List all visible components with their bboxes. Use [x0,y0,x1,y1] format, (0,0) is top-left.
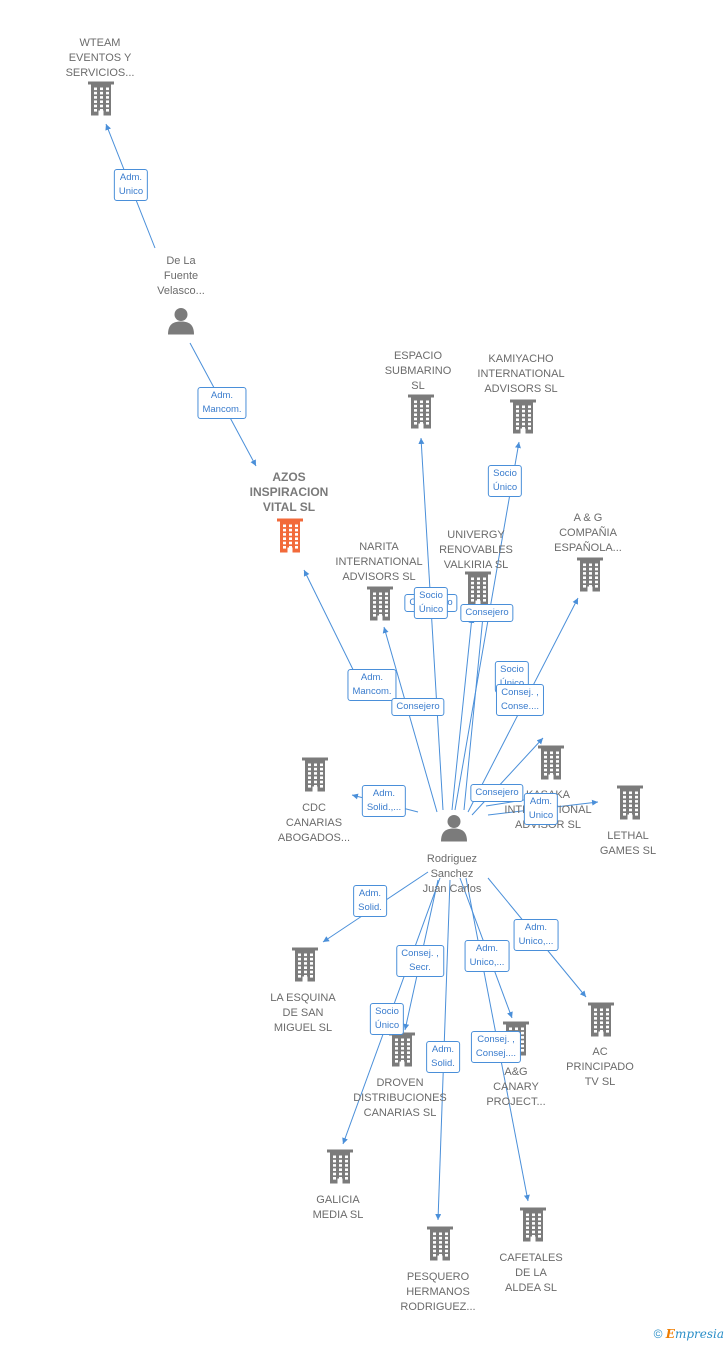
company-name-label[interactable]: A&G CANARY PROJECT... [486,1066,546,1108]
brand-initial: E [665,1327,675,1341]
building-icon[interactable] [588,1002,614,1042]
building-icon[interactable] [465,571,491,611]
relation-label[interactable]: Consejero [470,784,524,802]
relation-label[interactable]: Socio Único [369,1003,405,1035]
company-name-label[interactable]: CDC CANARIAS ABOGADOS... [277,802,351,844]
footer-brand[interactable]: © Empresia [654,1327,724,1341]
company-name-label[interactable]: ESPACIO SUBMARINO SL [384,350,452,392]
building-icon[interactable] [408,394,434,434]
building-icon[interactable] [302,757,328,797]
relation-label[interactable]: Adm. Solid.,... [361,785,407,817]
building-icon[interactable] [327,1149,353,1189]
edge-line [451,616,475,811]
company-name-label[interactable]: WTEAM EVENTOS Y SERVICIOS... [65,37,135,79]
company-name-label[interactable]: LA ESQUINA DE SAN MIGUEL SL [270,992,336,1034]
edge-line [382,626,438,813]
building-icon[interactable] [520,1207,546,1247]
building-icon[interactable] [88,81,114,121]
relation-label[interactable]: Socio Único [413,587,449,619]
building-icon[interactable] [389,1032,415,1072]
company-name-label[interactable]: AZOS INSPIRACION VITAL SL [249,470,329,514]
edge-line [454,441,521,811]
relation-label[interactable]: Adm. Unico [113,169,149,201]
relation-label[interactable]: Consej. , Consej.... [470,1031,522,1063]
company-name-label[interactable]: AC PRINCIPADO TV SL [566,1046,634,1088]
person-name-label[interactable]: De La Fuente Velasco... [157,255,205,297]
company-name-label[interactable]: KAMIYACHO INTERNATIONAL ADVISORS SL [477,353,565,395]
relation-label[interactable]: Adm. Unico,... [513,919,559,951]
relation-label[interactable]: Adm. Unico,... [464,940,510,972]
relation-label[interactable]: Consej. , Conse.... [495,684,545,716]
building-icon[interactable] [510,399,536,439]
company-name-label[interactable]: A & G COMPAÑIA ESPAÑOLA... [554,512,622,554]
company-name-label[interactable]: DROVEN DISTRIBUCIONES CANARIAS SL [353,1077,447,1119]
relation-label[interactable]: Socio Único [487,465,523,497]
relation-label[interactable]: Adm. Unico [523,793,559,825]
building-icon[interactable] [427,1226,453,1266]
company-name-label[interactable]: LETHAL GAMES SL [599,830,657,857]
building-icon[interactable] [292,947,318,987]
relation-label[interactable]: Adm. Mancom. [347,669,397,701]
building-icon[interactable] [617,785,643,825]
brand-name: mpresia [674,1327,724,1341]
edge-line [463,605,487,811]
building-icon[interactable] [277,518,303,558]
company-name-label[interactable]: PESQUERO HERMANOS RODRIGUEZ... [400,1271,476,1313]
person-icon[interactable] [440,814,468,847]
relation-label[interactable]: Adm. Mancom. [197,387,247,419]
company-name-label[interactable]: NARITA INTERNATIONAL ADVISORS SL [335,541,423,583]
copyright-symbol: © [653,1327,663,1341]
edge-line [471,737,544,816]
person-name-label[interactable]: Rodriguez Sanchez Juan Carlos [422,853,482,895]
relation-label[interactable]: Adm. Solid. [426,1041,460,1073]
building-icon[interactable] [538,745,564,785]
company-name-label[interactable]: UNIVERGY RENOVABLES VALKIRIA SL [439,529,513,571]
edge-line [418,437,444,811]
building-icon[interactable] [577,557,603,597]
relation-label[interactable]: Consejero [460,604,514,622]
building-icon[interactable] [367,586,393,626]
company-name-label[interactable]: GALICIA MEDIA SL [312,1194,364,1221]
person-icon[interactable] [167,307,195,340]
company-name-label[interactable]: CAFETALES DE LA ALDEA SL [499,1252,563,1294]
relation-label[interactable]: Consejero [391,698,445,716]
relation-label[interactable]: Consej. , Secr. [396,945,444,977]
relation-label[interactable]: Adm. Solid. [353,885,387,917]
